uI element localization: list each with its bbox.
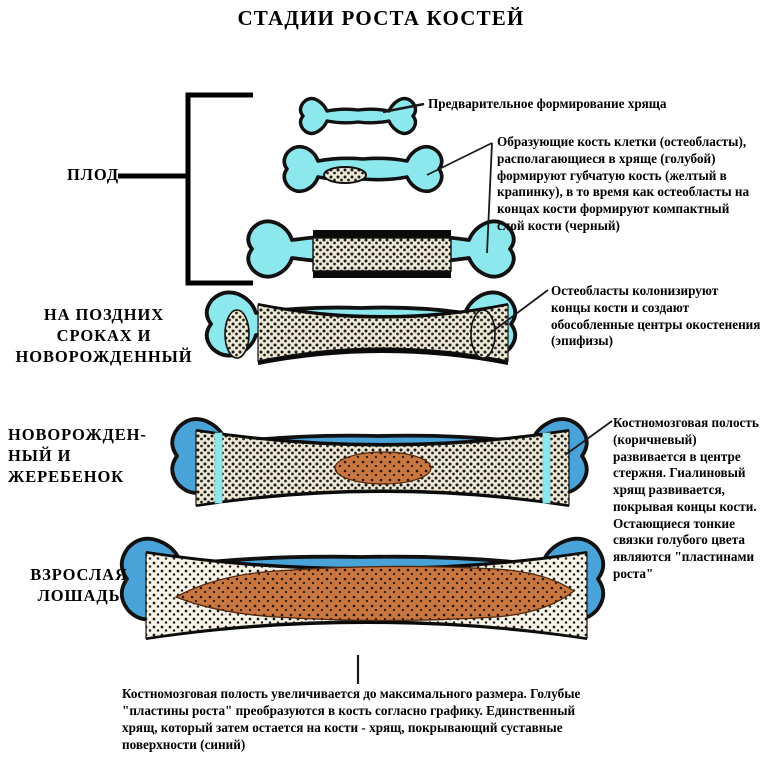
- bone-stage-epiphyseal-centers: [204, 290, 518, 365]
- epiphysis-center-right: [470, 309, 496, 359]
- spongy-bone-shaft: [257, 304, 509, 362]
- bone-stage-marrow-forming: [170, 417, 589, 507]
- leader-cartilage: [382, 102, 425, 114]
- growth-plate-left: [214, 432, 223, 504]
- marrow-cavity: [334, 451, 432, 485]
- callout-marrow-cavity: Костномозговая полость (коричневый) разв…: [613, 415, 759, 581]
- leader-epiphysis: [488, 289, 549, 335]
- ossification-center: [323, 166, 367, 184]
- bone-stage-cartilage-model: [298, 96, 418, 136]
- callout-cartilage-model: Предварительное формирование хряща: [428, 96, 667, 111]
- row-label-adult-horse: ВЗРОСЛАЯ ЛОШАДЬ: [30, 565, 128, 605]
- row-label-fetus: ПЛОД: [66, 165, 120, 184]
- epiphysis-center-left: [224, 309, 250, 359]
- growth-plate-right: [542, 432, 551, 504]
- row-label-late-fetal-newborn: НА ПОЗДНИХ СРОКАХ И НОВОРОЖДЕННЫЙ: [15, 305, 193, 366]
- leader-marrow: [564, 420, 613, 456]
- callout-osteoblasts: Образующие кость клетки (остеобласты), р…: [497, 134, 750, 233]
- marrow-cavity-max: [174, 565, 576, 622]
- leader-osteoblast-a: [426, 142, 493, 176]
- spongy-bone-shaft: [312, 237, 452, 272]
- leader-osteoblast-b: [486, 142, 493, 254]
- leader-lines: [356, 102, 613, 684]
- page-title: СТАДИИ РОСТА КОСТЕЙ: [237, 6, 525, 30]
- row-label-newborn-foal: НОВОРОЖДЕН- НЫЙ И ЖЕРЕБЕНОК: [8, 425, 147, 486]
- callout-bottom-caption: Костномозговая полость увеличивается до …: [122, 686, 581, 753]
- bone-stage-primary-ossification: [246, 219, 516, 279]
- bone-stage-adult-bone: [119, 536, 606, 640]
- bone-stage-early-ossification: [282, 144, 444, 194]
- fetus-bracket: [118, 92, 253, 286]
- callout-epiphyses: Остеобласты колонизируют концы кости и с…: [551, 283, 761, 349]
